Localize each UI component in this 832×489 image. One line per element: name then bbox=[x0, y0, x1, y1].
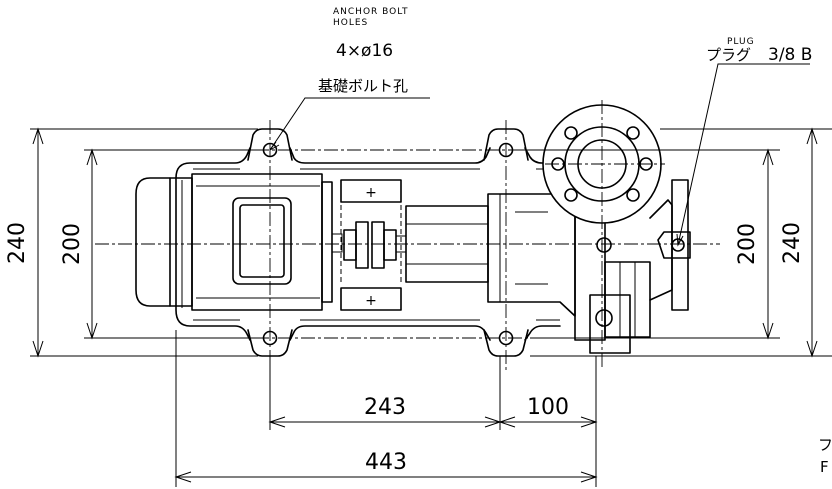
dim-right-200: 200 bbox=[735, 223, 760, 265]
svg-text:+: + bbox=[365, 293, 377, 309]
dim-left-200: 200 bbox=[60, 223, 85, 265]
baseplate-outer bbox=[175, 147, 561, 341]
anchor-leader bbox=[269, 97, 430, 151]
dim-100: 100 bbox=[527, 395, 569, 420]
edge-fragment-b: F bbox=[820, 458, 829, 476]
dim-443: 443 bbox=[365, 450, 407, 475]
anchor-title-line2: HOLES bbox=[333, 18, 368, 28]
coupling: + + bbox=[340, 179, 407, 311]
anchor-title-line1: ANCHOR BOLT bbox=[333, 7, 409, 17]
edge-fragment-a: フ bbox=[818, 436, 832, 454]
dim-243: 243 bbox=[364, 395, 406, 420]
svg-text:+: + bbox=[365, 185, 377, 201]
motor bbox=[135, 173, 343, 311]
pump-frame bbox=[405, 179, 691, 354]
dim-left-240: 240 bbox=[5, 222, 30, 264]
anchor-jp-label: 基礎ボルト孔 bbox=[318, 77, 408, 95]
anchor-spec: 4×ø16 bbox=[336, 41, 393, 61]
plug-size: 3/8 B bbox=[768, 45, 812, 65]
plug-title: PLUG bbox=[727, 37, 755, 47]
plug-leader bbox=[677, 63, 810, 246]
dim-right-240: 240 bbox=[780, 222, 805, 264]
plug-jp-label: プラグ bbox=[706, 46, 751, 64]
